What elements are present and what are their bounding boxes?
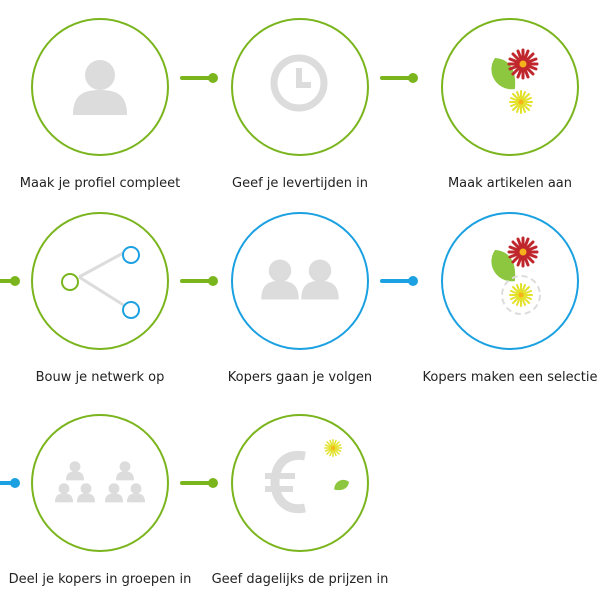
step-circle[interactable] (31, 414, 169, 552)
network-icon (61, 246, 140, 319)
selection-icon (487, 236, 541, 315)
step-circle[interactable] (31, 212, 169, 350)
step-circle[interactable] (441, 18, 579, 156)
step-label: Deel je kopers in groepen in (8, 572, 192, 587)
step-circle[interactable] (231, 18, 369, 156)
connector (380, 276, 418, 286)
euro-icon (265, 439, 351, 514)
connector (0, 478, 20, 488)
step-label: Bouw je netwerk op (35, 370, 165, 385)
step-label: Geef je levertijden in (232, 176, 368, 191)
users-icon (261, 259, 339, 300)
step-label: Maak artikelen aan (447, 176, 573, 191)
step-circle[interactable] (31, 18, 169, 156)
connector (180, 73, 218, 83)
connector (0, 276, 20, 286)
step-label: Maak je profiel compleet (19, 176, 181, 191)
step-circle[interactable] (441, 212, 579, 350)
connector (380, 73, 418, 83)
step-label: Kopers gaan je volgen (227, 370, 373, 385)
step-circle[interactable] (231, 212, 369, 350)
step-label: Geef dagelijks de prijzen in (211, 572, 389, 587)
step-label: Kopers maken een selectie (422, 370, 598, 385)
step-circle[interactable] (231, 414, 369, 552)
clock-icon (270, 54, 328, 112)
user-icon (73, 60, 127, 115)
leaf-flowers-icon (487, 48, 539, 114)
connector (180, 478, 218, 488)
connector (180, 276, 218, 286)
groups-icon (55, 461, 145, 503)
